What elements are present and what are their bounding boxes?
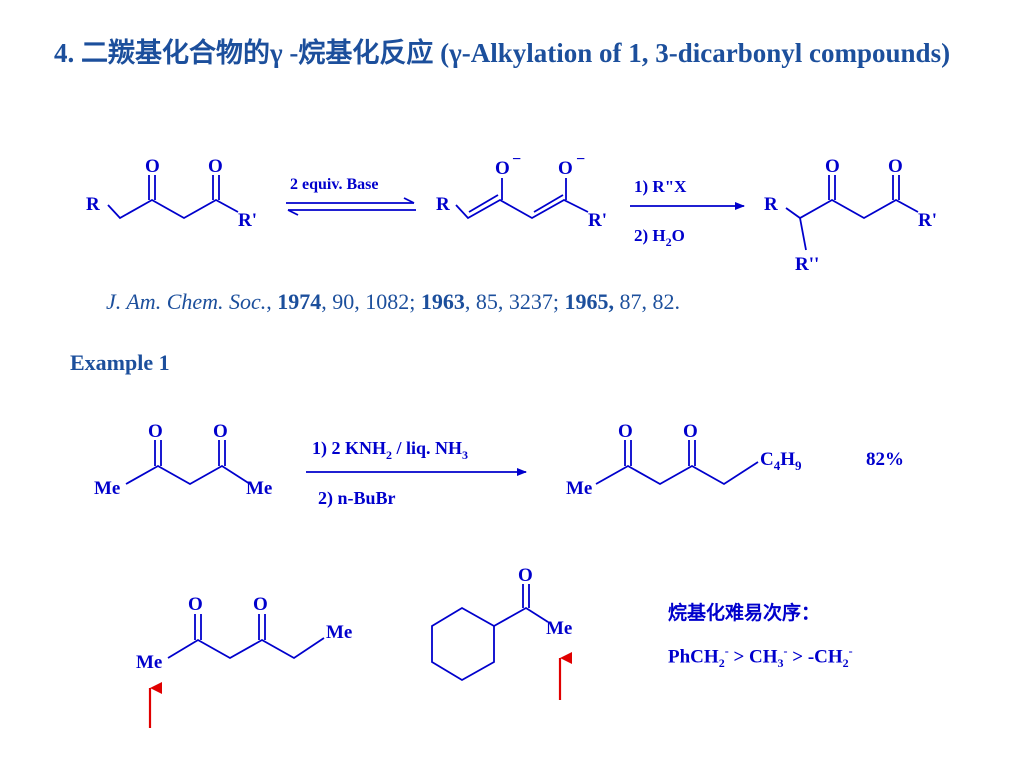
r-group-label: R: [86, 194, 100, 215]
example-arrow: 1) 2 KNH2 / liq. NH3 2) n-BuBr: [306, 438, 527, 509]
oxygen-label: O: [558, 158, 573, 179]
oxygen-label: O: [825, 156, 840, 177]
example-step2-label: 2) n-BuBr: [318, 488, 396, 509]
methyl-label: Me: [326, 622, 352, 643]
oxygen-label: O: [188, 594, 203, 615]
r-double-prime-label: R'': [795, 254, 819, 275]
methyl-label: Me: [246, 478, 272, 499]
oxygen-label: O: [208, 156, 223, 177]
methyl-label: Me: [94, 478, 120, 499]
base-reagent-label: 2 equiv. Base: [290, 176, 378, 193]
diketone-reactant: O O R R': [86, 156, 257, 231]
oxygen-label: O: [888, 156, 903, 177]
page-title: 4. 二羰基化合物的γ -烷基化反应 (γ-Alkylation of 1, 3…: [54, 38, 951, 68]
negative-charge-label: −: [576, 151, 585, 168]
example-step1-label: 1) 2 KNH2 / liq. NH3: [312, 438, 468, 462]
alkylated-product: O O R R' R'': [764, 156, 937, 275]
pentanedione-structure: O O Me Me: [136, 594, 352, 728]
oxygen-label: O: [213, 421, 228, 442]
negative-charge-label: −: [512, 151, 521, 168]
oxygen-label: O: [618, 421, 633, 442]
example-heading: Example 1: [70, 350, 170, 375]
r-prime-label: R': [588, 210, 607, 231]
equilibrium-arrow: 2 equiv. Base: [286, 176, 416, 216]
dianion-intermediate: O − O − R R': [436, 151, 607, 231]
heptanedione-product: O O Me C4H9 82%: [566, 421, 904, 499]
r-group-label: R: [436, 194, 450, 215]
r-group-label: R: [764, 194, 778, 215]
r-prime-label: R': [238, 210, 257, 231]
r-prime-label: R': [918, 210, 937, 231]
methyl-label: Me: [546, 618, 572, 639]
oxygen-label: O: [495, 158, 510, 179]
step2-label: 2) H2O: [634, 226, 685, 249]
alkylation-order-heading: 烷基化难易次序：: [668, 603, 821, 624]
methyl-label: Me: [136, 652, 162, 673]
oxygen-label: O: [518, 565, 533, 586]
cyclohexyl-methyl-ketone: O Me: [431, 565, 572, 700]
oxygen-label: O: [148, 421, 163, 442]
oxygen-label: O: [145, 156, 160, 177]
alkylation-arrow: 1) R"X 2) H2O: [630, 177, 745, 249]
acetylacetone-reactant: O O Me Me: [94, 421, 272, 499]
methyl-label: Me: [566, 478, 592, 499]
yield-label: 82%: [866, 449, 904, 470]
oxygen-label: O: [683, 421, 698, 442]
alkylation-order: PhCH2- > CH3- > -CH2-: [668, 644, 853, 671]
butyl-label: C4H9: [760, 449, 802, 473]
oxygen-label: O: [253, 594, 268, 615]
reference-citation: J. Am. Chem. Soc., 1974, 90, 1082; 1963,…: [106, 289, 681, 314]
step1-label: 1) R"X: [634, 177, 687, 196]
